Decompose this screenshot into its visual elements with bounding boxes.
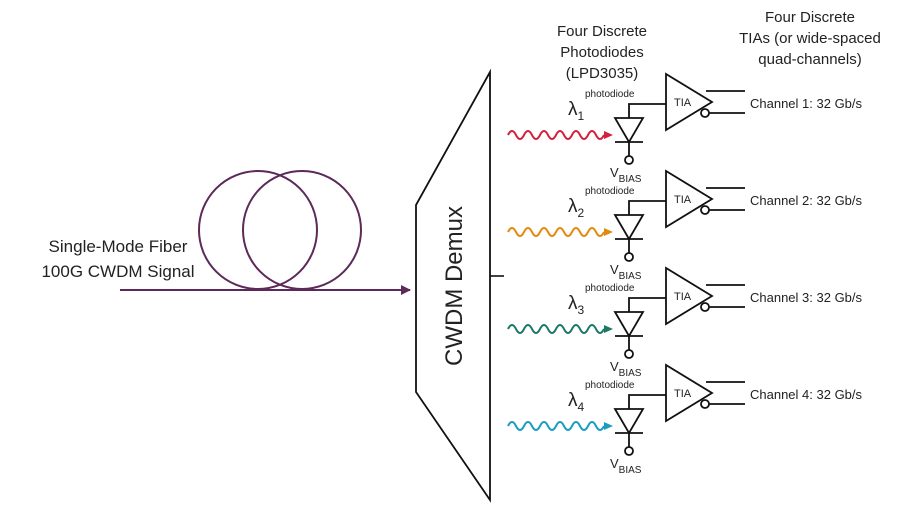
vbias-terminal-3 [624, 349, 634, 359]
channel-output-label-4: Channel 4: 32 Gb/s [750, 387, 863, 402]
channel-output-label-1: Channel 1: 32 Gb/s [750, 96, 863, 111]
vbias-terminal-4 [624, 446, 634, 456]
vbias-label-1: VBIAS [610, 165, 642, 185]
lambda-label-2: λ2 [568, 196, 585, 220]
channel-output-label-2: Channel 2: 32 Gb/s [750, 193, 863, 208]
tia-header-line1: Four Discrete [765, 9, 855, 26]
tia-amplifier-3 [665, 266, 714, 326]
lambda-label-3: λ3 [568, 293, 585, 317]
photodiode-label-1: photodiode [585, 89, 635, 100]
channel-output-label-3: Channel 3: 32 Gb/s [750, 290, 863, 305]
vbias-label-2: VBIAS [610, 262, 642, 282]
light-arrowhead-1 [604, 131, 613, 139]
tia-label-1: TIA [674, 97, 692, 109]
photodiode-label-3: photodiode [585, 283, 635, 294]
fiber-label-line1: Single-Mode Fiber [49, 237, 188, 256]
photodiode-header-line2: Photodiodes [560, 44, 643, 61]
light-arrowhead-4 [604, 422, 613, 430]
lambda-label-1: λ1 [568, 99, 585, 123]
tia-amplifier-2 [665, 169, 714, 229]
photodiode-symbol-3 [613, 311, 645, 338]
tia-label-4: TIA [674, 388, 692, 400]
photodiode-header-line1: Four Discrete [557, 23, 647, 40]
vbias-label-3: VBIAS [610, 359, 642, 379]
photodiode-symbol-2 [613, 214, 645, 241]
light-arrowhead-2 [604, 228, 613, 236]
tia-header: Four Discrete TIAs (or wide-spaced quad-… [739, 9, 881, 68]
tia-amplifier-1 [665, 72, 714, 132]
light-wave-2 [507, 227, 605, 237]
light-arrowhead-3 [604, 325, 613, 333]
photodiode-label-2: photodiode [585, 186, 635, 197]
vbias-terminal-2 [624, 252, 634, 262]
light-wave-4 [507, 421, 605, 431]
fiber-label-line2: 100G CWDM Signal [41, 262, 194, 281]
photodiode-header: Four Discrete Photodiodes (LPD3035) [557, 23, 647, 82]
lambda-label-4: λ4 [568, 390, 585, 414]
tia-header-line2: TIAs (or wide-spaced [739, 30, 881, 47]
tia-label-3: TIA [674, 291, 692, 303]
light-wave-1 [507, 130, 605, 140]
vbias-label-4: VBIAS [610, 456, 642, 476]
cwdm-demux: CWDM Demux [415, 68, 504, 503]
photodiode-symbol-4 [613, 408, 645, 435]
tia-header-line3: quad-channels) [758, 51, 861, 68]
vbias-terminal-1 [624, 155, 634, 165]
demux-label: CWDM Demux [441, 206, 468, 366]
tia-label-2: TIA [674, 194, 692, 206]
fiber-coil [120, 170, 411, 295]
photodiode-symbol-1 [613, 117, 645, 144]
light-wave-3 [507, 324, 605, 334]
photodiode-label-4: photodiode [585, 380, 635, 391]
tia-amplifier-4 [665, 363, 714, 423]
photodiode-header-line3: (LPD3035) [566, 65, 639, 82]
